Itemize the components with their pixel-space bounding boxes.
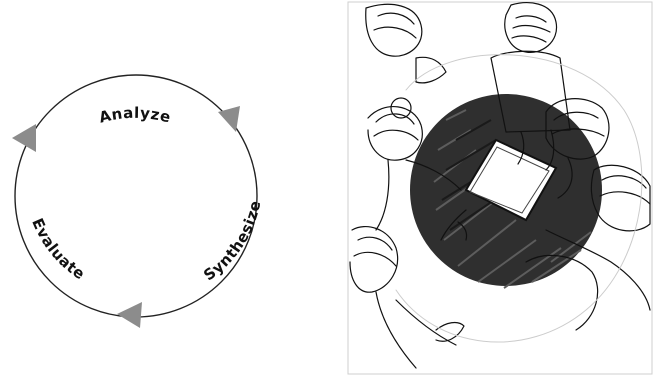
stage-label-analyze: Analyze (97, 104, 173, 127)
team-meeting-illustration (346, 0, 656, 376)
cycle-diagram: Analyze Synthesize Evaluate (0, 0, 290, 376)
svg-text:Analyze: Analyze (97, 104, 173, 127)
stage-label-evaluate: Evaluate (28, 216, 88, 284)
svg-text:Synthesize: Synthesize (200, 199, 264, 285)
svg-text:Evaluate: Evaluate (28, 216, 88, 284)
arrow-left-icon (12, 124, 36, 152)
arrow-bottom-icon (117, 302, 142, 328)
stage-label-synthesize: Synthesize (200, 199, 264, 285)
